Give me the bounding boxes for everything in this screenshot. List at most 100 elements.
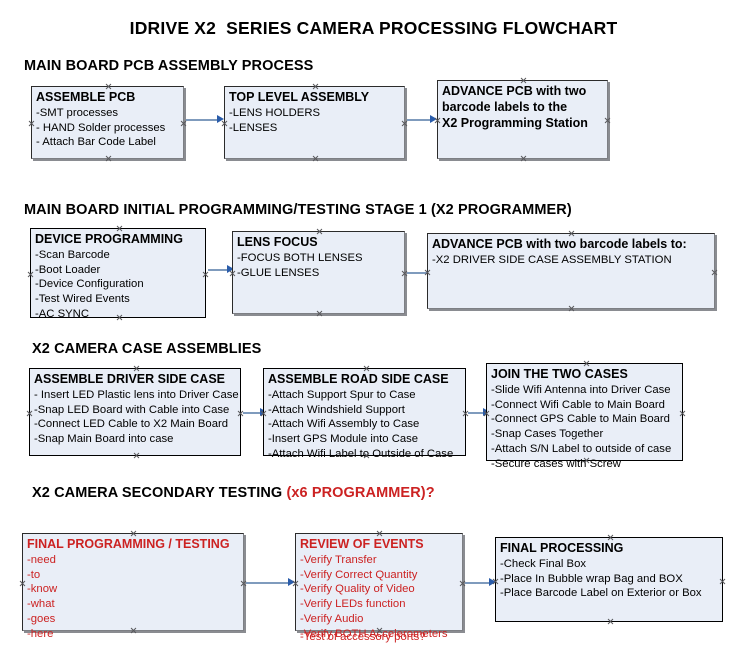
resize-handle-right[interactable] xyxy=(240,580,247,587)
box-line: -what xyxy=(27,598,55,611)
resize-handle-bottom[interactable] xyxy=(133,452,140,459)
resize-handle-top[interactable] xyxy=(116,225,123,232)
box-line: -Verify Correct Quantity xyxy=(300,568,418,581)
box-title: TOP LEVEL ASSEMBLY xyxy=(229,90,370,104)
resize-handle-right[interactable] xyxy=(202,271,209,278)
resize-handle-right[interactable] xyxy=(180,120,187,127)
resize-handle-top[interactable] xyxy=(583,360,590,367)
arrow-shaft xyxy=(468,412,483,414)
resize-handle-bottom[interactable] xyxy=(105,155,112,162)
box-line: -FOCUS BOTH LENSES xyxy=(237,251,363,264)
box-title: FINAL PROCESSING xyxy=(500,541,624,555)
resize-handle-left[interactable] xyxy=(26,410,33,417)
resize-handle-left[interactable] xyxy=(492,578,499,585)
connector-arrow-device-programming-to-lens-focus xyxy=(208,265,234,274)
box-line: -need xyxy=(27,553,56,566)
resize-handle-left[interactable] xyxy=(221,120,228,127)
resize-handle-left[interactable] xyxy=(19,580,26,587)
box-line: -Place In Bubble wrap Bag and BOX xyxy=(500,572,683,585)
box-review-of-events[interactable]: REVIEW OF EVENTS -Verify Transfer -Verif… xyxy=(292,530,466,643)
section-header-main-board-initial-programming-testing-stage-1: MAIN BOARD INITIAL PROGRAMMING/TESTING S… xyxy=(24,202,572,218)
box-title: ADVANCE PCB with two xyxy=(442,84,587,98)
connector-arrow-final-programming-to-review-of-events xyxy=(246,578,295,587)
resize-handle-top[interactable] xyxy=(363,365,370,372)
resize-handle-right[interactable] xyxy=(711,269,718,276)
resize-handle-top[interactable] xyxy=(520,77,527,84)
resize-handle-bottom[interactable] xyxy=(316,310,323,317)
resize-handle-top[interactable] xyxy=(130,530,137,537)
resize-handle-bottom[interactable] xyxy=(520,155,527,162)
connector-arrow-top-level-assembly-to-advance-pcb xyxy=(407,115,437,124)
resize-handle-left[interactable] xyxy=(292,580,299,587)
resize-handle-left[interactable] xyxy=(434,117,441,124)
box-line: -Verify Audio xyxy=(300,612,364,625)
box-title: ASSEMBLE PCB xyxy=(36,90,136,104)
box-line: -X2 DRIVER SIDE CASE ASSEMBLY STATION xyxy=(432,253,672,266)
resize-handle-right[interactable] xyxy=(679,410,686,417)
box-line: -Verify Transfer xyxy=(300,553,377,566)
box-join-the-two-cases[interactable]: JOIN THE TWO CASES -Slide Wifi Antenna i… xyxy=(483,360,686,470)
arrow-head-icon xyxy=(288,578,295,586)
box-line: -AC SYNC xyxy=(35,307,89,320)
section-header-x2-camera-secondary-testing: X2 CAMERA SECONDARY TESTING (x6 PROGRAMM… xyxy=(32,485,435,501)
box-line: -Connect Wifi Cable to Main Board xyxy=(491,398,665,411)
box-title: REVIEW OF EVENTS xyxy=(300,537,424,551)
arrow-shaft xyxy=(186,119,217,121)
resize-handle-left[interactable] xyxy=(260,410,267,417)
resize-handle-top[interactable] xyxy=(316,228,323,235)
resize-handle-right[interactable] xyxy=(401,120,408,127)
resize-handle-left[interactable] xyxy=(483,410,490,417)
box-assemble-pcb[interactable]: ASSEMBLE PCB -SMT processes - HAND Solde… xyxy=(31,86,184,159)
resize-handle-right[interactable] xyxy=(237,410,244,417)
resize-handle-right[interactable] xyxy=(719,578,726,585)
box-line: -Connect GPS Cable to Main Board xyxy=(491,413,670,426)
resize-handle-top[interactable] xyxy=(312,83,319,90)
resize-handle-right[interactable] xyxy=(401,270,408,277)
resize-handle-top[interactable] xyxy=(133,365,140,372)
box-line: barcode labels to the xyxy=(442,99,568,114)
resize-handle-left[interactable] xyxy=(27,271,34,278)
box-line: -to xyxy=(27,568,41,581)
box-top-level-assembly[interactable]: TOP LEVEL ASSEMBLY -LENS HOLDERS -LENSES xyxy=(224,86,405,159)
arrow-head-icon xyxy=(217,115,224,123)
box-advance-pcb-to-programming-station[interactable]: ADVANCE PCB with two barcode labels to t… xyxy=(437,80,608,159)
resize-handle-bottom[interactable] xyxy=(312,155,319,162)
resize-handle-top[interactable] xyxy=(105,83,112,90)
resize-handle-left[interactable] xyxy=(424,269,431,276)
box-title: DEVICE PROGRAMMING xyxy=(35,232,183,246)
connector-arrow-assemble-pcb-to-top-level-assembly xyxy=(186,115,224,124)
arrow-shaft xyxy=(208,269,227,271)
section-header-text: X2 CAMERA SECONDARY TESTING xyxy=(32,485,287,501)
section-header-text: MAIN BOARD INITIAL PROGRAMMING/TESTING S… xyxy=(24,202,572,218)
box-final-programming-testing[interactable]: FINAL PROGRAMMING / TESTING -need -to -k… xyxy=(19,530,247,640)
resize-handle-top[interactable] xyxy=(568,230,575,237)
resize-handle-left[interactable] xyxy=(28,120,35,127)
box-title: LENS FOCUS xyxy=(237,235,318,249)
arrow-shaft xyxy=(246,582,288,584)
box-line: -LENSES xyxy=(229,121,278,134)
resize-handle-top[interactable] xyxy=(376,530,383,537)
box-lens-focus[interactable]: LENS FOCUS -FOCUS BOTH LENSES -GLUE LENS… xyxy=(232,231,405,314)
box-line: -goes xyxy=(27,612,56,625)
resize-handle-right[interactable] xyxy=(462,410,469,417)
box-line: - Attach Bar Code Label xyxy=(36,136,156,149)
resize-handle-right[interactable] xyxy=(459,580,466,587)
box-assemble-driver-side-case[interactable]: ASSEMBLE DRIVER SIDE CASE - Insert LED P… xyxy=(29,368,241,456)
box-line: - HAND Solder processes xyxy=(36,121,166,134)
box-line: -Attach S/N Label to outside of case xyxy=(491,442,672,455)
resize-handle-bottom[interactable] xyxy=(607,618,614,625)
resize-handle-right[interactable] xyxy=(604,117,611,124)
box-line: -LENS HOLDERS xyxy=(229,106,321,119)
box-line: -Boot Loader xyxy=(35,263,101,276)
section-header-x2-camera-case-assemblies: X2 CAMERA CASE ASSEMBLIES xyxy=(32,341,261,357)
box-line: -Slide Wifi Antenna into Driver Case xyxy=(491,383,671,396)
box-device-programming[interactable]: DEVICE PROGRAMMING -Scan Barcode -Boot L… xyxy=(27,225,209,320)
box-title: ASSEMBLE ROAD SIDE CASE xyxy=(268,372,449,386)
resize-handle-top[interactable] xyxy=(607,534,614,541)
box-line: -Attach Support Spur to Case xyxy=(268,388,416,401)
box-advance-pcb-to-driver-side-case-assembly[interactable]: ADVANCE PCB with two barcode labels to: … xyxy=(427,233,715,309)
resize-handle-left[interactable] xyxy=(229,270,236,277)
box-assemble-road-side-case[interactable]: ASSEMBLE ROAD SIDE CASE -Attach Support … xyxy=(260,365,469,460)
resize-handle-bottom[interactable] xyxy=(568,305,575,312)
box-final-processing[interactable]: FINAL PROCESSING -Check Final Box -Place… xyxy=(495,537,723,622)
